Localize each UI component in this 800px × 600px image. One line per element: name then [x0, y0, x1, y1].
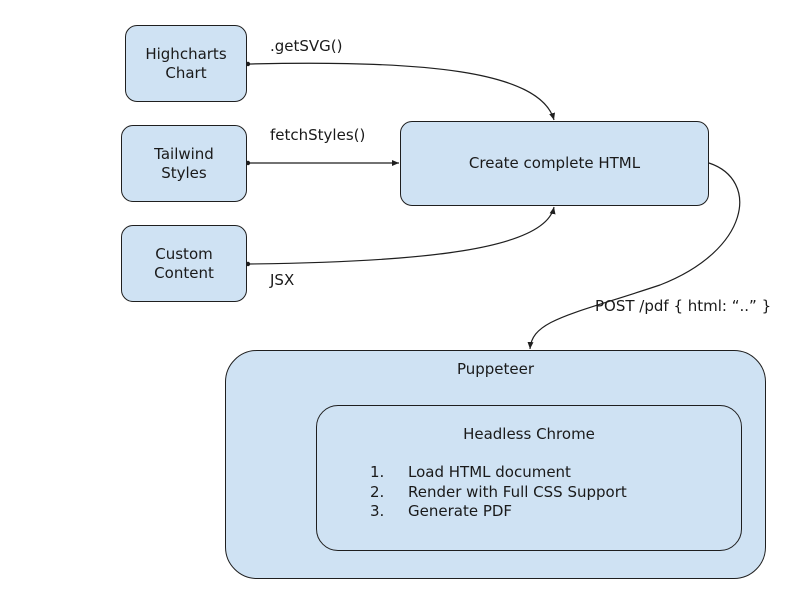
node-create-html: Create complete HTML — [400, 121, 709, 206]
node-headless-chrome: Headless Chrome — [316, 405, 742, 551]
edge-label-jsx: JSX — [270, 271, 295, 289]
edge-label-fetchstyles: fetchStyles() — [270, 126, 366, 144]
node-headless-label: Headless Chrome — [463, 425, 595, 443]
node-tailwind-label: Tailwind Styles — [154, 144, 214, 182]
node-create-label: Create complete HTML — [468, 154, 641, 172]
edge-jsx — [247, 206, 556, 265]
step-text: Generate PDF — [408, 502, 513, 520]
step-list: 1. Load HTML document 2. Render with Ful… — [370, 463, 627, 522]
step-number: 1. — [370, 463, 385, 481]
node-tailwind-styles: Tailwind Styles — [121, 125, 247, 202]
node-puppeteer-label: Puppeteer — [456, 360, 535, 378]
node-highcharts-label: Highcharts Chart — [145, 44, 227, 82]
edge-label-getsvg: .getSVG() — [270, 37, 343, 55]
step-item: 3. Generate PDF — [370, 502, 627, 522]
edge-post-pdf — [527, 162, 741, 350]
step-text: Load HTML document — [408, 463, 571, 481]
step-number: 2. — [370, 482, 385, 501]
edge-getsvg — [247, 62, 555, 121]
step-number: 3. — [370, 502, 385, 520]
node-custom-label: Custom Content — [154, 244, 214, 282]
step-item: 2. Render with Full CSS Support — [370, 483, 627, 503]
node-highcharts-chart: Highcharts Chart — [125, 25, 247, 102]
step-item: 1. Load HTML document — [370, 463, 627, 483]
edge-label-post-pdf: POST /pdf { html: “..” } — [595, 297, 772, 315]
step-text: Render with Full CSS Support — [408, 482, 627, 501]
node-custom-content: Custom Content — [121, 225, 247, 302]
